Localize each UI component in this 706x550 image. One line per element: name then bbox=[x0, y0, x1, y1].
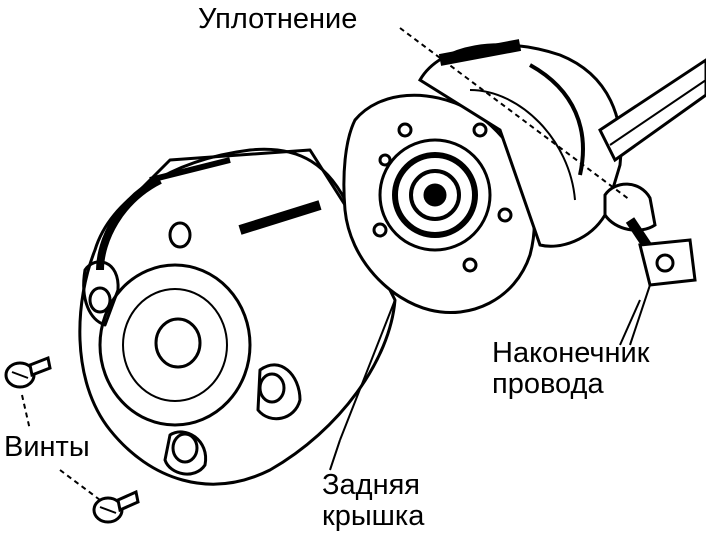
stator-disc bbox=[342, 93, 536, 315]
rear-cover-label-line2: крышка bbox=[322, 500, 425, 532]
rear-cover bbox=[78, 147, 397, 486]
leader-terminal bbox=[619, 299, 641, 346]
leader-lines bbox=[21, 27, 631, 501]
rear-cover-label-line1: Задняя bbox=[322, 469, 420, 501]
shaft bbox=[598, 58, 706, 163]
housing bbox=[417, 39, 623, 248]
leader-screws-2 bbox=[59, 469, 101, 501]
leader-seal bbox=[399, 27, 631, 201]
leader-cover bbox=[329, 439, 341, 471]
wire-terminal-label: Наконечник провода bbox=[492, 338, 649, 400]
wire-terminal-label-line2: провода bbox=[492, 368, 604, 400]
screw-bottom bbox=[92, 489, 140, 524]
wire-terminal bbox=[603, 182, 697, 346]
seal-label: Уплотнение bbox=[198, 3, 358, 35]
screw-top bbox=[4, 355, 52, 389]
leader-screws bbox=[21, 394, 31, 431]
rear-cover-label: Задняя крышка bbox=[322, 470, 424, 532]
wire-terminal-label-line1: Наконечник bbox=[492, 337, 650, 369]
screws-label: Винты bbox=[4, 431, 90, 463]
